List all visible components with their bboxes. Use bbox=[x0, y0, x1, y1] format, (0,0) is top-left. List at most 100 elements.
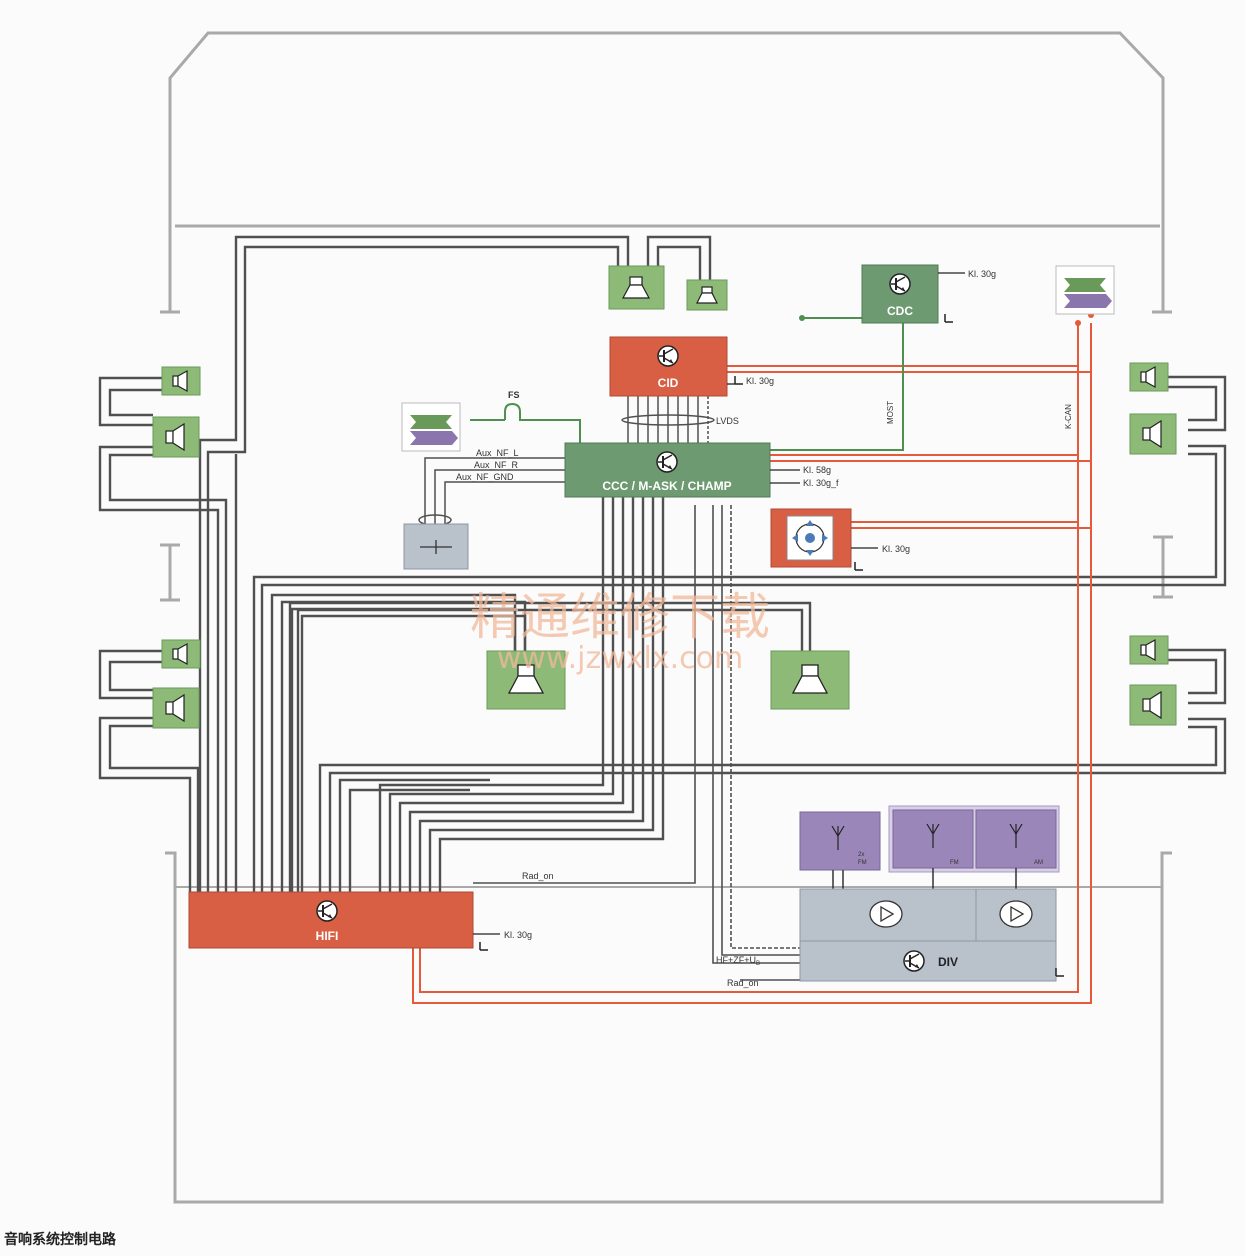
cid-label: CID bbox=[658, 376, 679, 390]
transistor-icon bbox=[889, 273, 911, 295]
ground-icon bbox=[734, 375, 744, 385]
front-left-tweeter-speaker[interactable] bbox=[161, 366, 201, 396]
speaker-wire bbox=[98, 649, 162, 700]
diagram-caption: 音响系统控制电路 bbox=[4, 1232, 116, 1248]
cdc-supply-label: Kl. 30g bbox=[968, 269, 996, 279]
ground-icon bbox=[854, 561, 864, 571]
speaker-wire bbox=[108, 453, 228, 892]
diversity-module[interactable]: DIV bbox=[799, 888, 1057, 982]
rad-on-label-hifi: Rad_on bbox=[522, 871, 554, 881]
speaker-wire bbox=[108, 660, 162, 692]
speaker-wire bbox=[1168, 375, 1227, 432]
radio-signal-wires bbox=[473, 505, 800, 981]
gateway-arrows-icon bbox=[1055, 265, 1115, 315]
speaker-wire bbox=[428, 497, 655, 892]
most-label: MOST bbox=[886, 401, 895, 424]
speaker-wire bbox=[288, 601, 812, 892]
svg-text:FM: FM bbox=[950, 860, 959, 866]
k-can-label: K-CAN bbox=[1064, 404, 1073, 429]
transistor-icon bbox=[656, 451, 678, 473]
cid-module[interactable]: CID bbox=[609, 336, 728, 397]
antenna-am: AM bbox=[975, 809, 1057, 869]
svg-text:AM: AM bbox=[1034, 860, 1043, 866]
hf-zf-label: HF+ZF+UB bbox=[716, 955, 760, 967]
speaker-wire bbox=[338, 778, 490, 892]
antenna-fm: FM bbox=[892, 809, 974, 869]
svg-text:2x: 2x bbox=[858, 852, 864, 858]
antenna-2x-fm: 2x FM bbox=[799, 811, 881, 871]
ccc-supply-1-label: Kl. 58g bbox=[803, 465, 831, 475]
ccc-label: CCC / M-ASK / CHAMP bbox=[602, 479, 731, 493]
center-tweeter-speaker[interactable] bbox=[686, 279, 728, 311]
speaker-wire bbox=[206, 245, 620, 892]
rear-left-midrange-speaker[interactable] bbox=[152, 687, 200, 729]
center-speaker[interactable] bbox=[608, 265, 665, 310]
speaker-wire bbox=[328, 717, 1227, 892]
cdc-module[interactable]: CDC bbox=[861, 264, 939, 324]
aux-ground-label: Aux_NF_GND bbox=[456, 472, 514, 482]
ground-icon bbox=[944, 313, 954, 323]
aux-input-wires bbox=[418, 457, 565, 530]
speaker-wire bbox=[438, 497, 665, 892]
speaker-wire bbox=[318, 725, 1218, 892]
cdc-label: CDC bbox=[887, 304, 913, 318]
speaker-wire bbox=[300, 614, 527, 892]
speaker-wire bbox=[198, 235, 630, 892]
aux-jack[interactable] bbox=[403, 523, 469, 570]
speaker-wire bbox=[290, 607, 517, 892]
front-right-tweeter-speaker[interactable] bbox=[1129, 362, 1169, 392]
ground-icon bbox=[479, 941, 489, 951]
speaker-wire bbox=[108, 388, 162, 417]
front-right-midrange-speaker[interactable] bbox=[1129, 413, 1177, 455]
lvds-wires bbox=[621, 396, 715, 443]
aux-left-label: Aux_NF_L bbox=[476, 448, 519, 458]
amplifier-icon bbox=[869, 900, 903, 928]
k-can-bus-wires bbox=[412, 323, 1092, 1004]
speaker-wire bbox=[656, 245, 702, 280]
speaker-wire bbox=[98, 445, 220, 892]
speaker-wire bbox=[108, 724, 200, 892]
ccc-head-unit-module[interactable]: CCC / M-ASK / CHAMP bbox=[564, 442, 771, 498]
speaker-wire bbox=[252, 452, 1218, 892]
svg-text:FM: FM bbox=[858, 860, 867, 866]
controller-supply-label: Kl. 30g bbox=[882, 544, 910, 554]
div-label: DIV bbox=[938, 955, 958, 969]
right-subwoofer-speaker[interactable] bbox=[770, 650, 850, 710]
rear-right-tweeter-speaker[interactable] bbox=[1129, 635, 1169, 665]
speaker-wire bbox=[260, 444, 1227, 892]
speaker-wire bbox=[98, 376, 162, 427]
transistor-icon bbox=[316, 900, 338, 922]
speaker-wire bbox=[646, 235, 712, 280]
transistor-icon bbox=[903, 950, 925, 972]
hifi-amplifier-module[interactable]: HIFI bbox=[188, 891, 474, 949]
most-node bbox=[799, 315, 805, 321]
watermark-title: 精通维修下载 bbox=[470, 588, 770, 646]
speaker-wire bbox=[388, 497, 615, 892]
k-can-gateway-node bbox=[1075, 320, 1081, 326]
fs-label: FS bbox=[508, 390, 520, 400]
speaker-wire bbox=[348, 788, 470, 892]
lvds-label: LVDS bbox=[716, 416, 739, 426]
front-left-midrange-speaker[interactable] bbox=[152, 416, 200, 458]
hifi-supply-label: Kl. 30g bbox=[504, 930, 532, 940]
speaker-wire bbox=[1168, 658, 1218, 695]
rear-left-tweeter-speaker[interactable] bbox=[161, 639, 201, 669]
cid-supply-label: Kl. 30g bbox=[746, 376, 774, 386]
hifi-label: HIFI bbox=[316, 929, 339, 943]
speaker-wire bbox=[408, 497, 635, 892]
ccc-supply-2-label: Kl. 30g_f bbox=[803, 478, 839, 488]
speaker-wire bbox=[98, 716, 192, 892]
watermark-url: www.jzwxlx.com bbox=[497, 641, 743, 676]
speaker-wire bbox=[1168, 385, 1218, 422]
speaker-wire bbox=[418, 497, 645, 892]
transistor-icon bbox=[657, 345, 679, 367]
speaker-wire bbox=[378, 497, 605, 892]
most-bus-wires bbox=[470, 317, 904, 451]
speaker-wire bbox=[1168, 648, 1227, 705]
speaker-wire bbox=[398, 497, 625, 892]
rear-right-midrange-speaker[interactable] bbox=[1129, 684, 1177, 726]
aux-right-label: Aux_NF_R bbox=[474, 460, 519, 470]
controller-module[interactable] bbox=[770, 508, 852, 568]
gateway-arrows-icon bbox=[401, 402, 461, 452]
